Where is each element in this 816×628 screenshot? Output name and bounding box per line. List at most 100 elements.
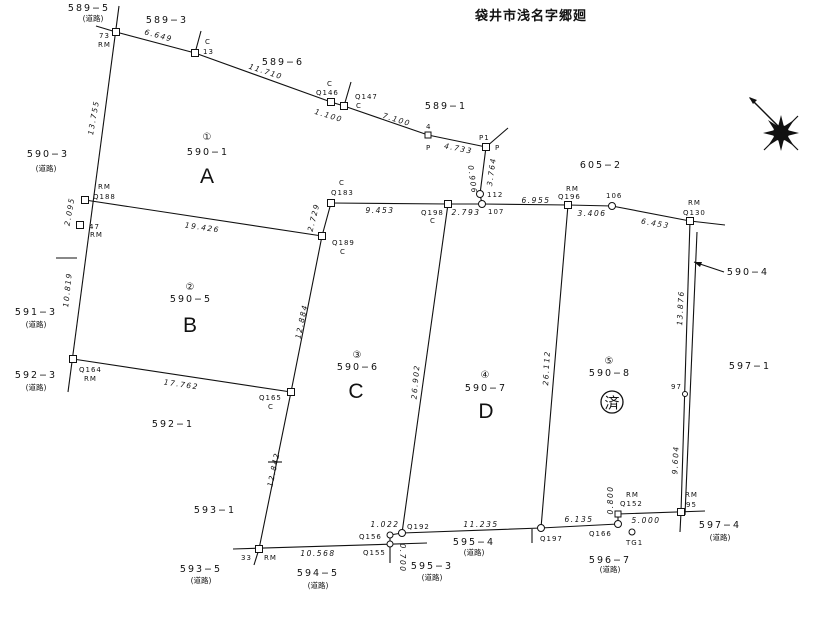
parcel-590-3: 590−3 <box>27 149 69 160</box>
parcel-589-3: 589−3 <box>146 15 188 26</box>
point-label: 97 <box>671 383 682 391</box>
road-note: (道路) <box>308 580 329 590</box>
lot-id: 590−7 <box>465 383 507 394</box>
marker-q188 <box>81 196 89 204</box>
boundary-lines <box>56 5 726 566</box>
marker-97 <box>682 391 688 397</box>
point-label: Q165 <box>259 394 282 402</box>
distance: 0.800 <box>606 486 615 515</box>
road-note: (道路) <box>600 564 621 574</box>
marker-q198 <box>444 200 452 208</box>
lot-stamp: 済 <box>604 394 619 412</box>
point-label: RM <box>566 185 579 193</box>
point-label: Q147 <box>355 93 378 101</box>
lot-number: ① <box>203 132 212 143</box>
lot-letter: D <box>478 400 493 423</box>
parcel-591-3: 591−3 <box>15 307 57 318</box>
parcel-589-6: 589−6 <box>262 57 304 68</box>
marker-q197 <box>537 524 545 532</box>
parcel-592-3: 592−3 <box>15 370 57 381</box>
point-label: Q189 <box>332 239 355 247</box>
distance: 6.135 <box>565 515 594 524</box>
point-label: 106 <box>606 192 622 200</box>
road-note: (道路) <box>191 575 212 585</box>
road-note: (道路) <box>464 547 485 557</box>
marker-q165 <box>287 388 295 396</box>
point-label: P1 <box>479 134 490 142</box>
parcel-593-1: 593−1 <box>194 505 236 516</box>
marker-4 <box>424 131 432 139</box>
point-label: C <box>205 38 211 46</box>
marker-q147 <box>340 102 348 110</box>
point-label: Q166 <box>589 530 612 538</box>
marker-q156 <box>386 531 394 539</box>
marker-q192 <box>398 529 406 537</box>
marker-q164 <box>69 355 77 363</box>
point-label: C <box>356 102 362 110</box>
point-label: RM <box>98 41 111 49</box>
marker-q130 <box>686 217 694 225</box>
point-label: RM <box>688 199 701 207</box>
point-label: 107 <box>488 208 504 216</box>
marker-95 <box>677 508 685 516</box>
distance: 10.819 <box>61 272 74 308</box>
marker-q146 <box>327 98 335 106</box>
distance: 9.453 <box>366 206 395 215</box>
marker-47 <box>76 221 84 229</box>
point-label: Q183 <box>331 189 354 197</box>
distance: 2.095 <box>63 197 77 227</box>
marker-p1 <box>482 143 490 151</box>
parcel-595-4: 595−4 <box>453 537 495 548</box>
point-label: C <box>339 179 345 187</box>
distance-labels: 6.649 11.710 1.100 7.100 4.733 3.764 0.9… <box>61 27 686 572</box>
distance: 1.022 <box>371 520 400 529</box>
distance: 6.955 <box>522 196 551 205</box>
distance: 1.100 <box>314 107 344 124</box>
parcel-589-1: 589−1 <box>425 101 467 112</box>
distance: 3.406 <box>578 209 607 218</box>
parcel-589-5: 589−5 <box>68 3 110 14</box>
parcel-597-4: 597−4 <box>699 520 741 531</box>
parcel-595-3: 595−3 <box>411 561 453 572</box>
marker-q189 <box>318 232 326 240</box>
point-label: 95 <box>686 501 697 509</box>
point-labels: 73 RM C 13 C Q146 Q147 C 4 P P1 P 112 10… <box>79 32 706 562</box>
road-note: (道路) <box>36 163 57 173</box>
parcel-590-4: 590−4 <box>727 267 769 278</box>
lot-letter: C <box>348 380 363 403</box>
parcel-596-7: 596−7 <box>589 555 631 566</box>
point-label: Q152 <box>620 500 643 508</box>
lot-number: ④ <box>481 370 490 381</box>
point-label: Q164 <box>79 366 102 374</box>
marker-q155 <box>386 540 394 548</box>
point-label: Q155 <box>363 549 386 557</box>
point-label: Q130 <box>683 209 706 217</box>
point-label: C <box>340 248 346 256</box>
point-label: Q156 <box>359 533 382 541</box>
distance: 10.568 <box>300 549 335 558</box>
marker-q183 <box>327 199 335 207</box>
parcel-594-5: 594−5 <box>297 568 339 579</box>
point-label: 13 <box>203 48 214 56</box>
lot-number: ② <box>186 282 195 293</box>
point-label: RM <box>98 183 111 191</box>
marker-q196 <box>564 201 572 209</box>
marker-106 <box>608 202 616 210</box>
survey-markers <box>69 28 694 553</box>
arrow-head-icon <box>694 262 702 267</box>
lot-id: 590−1 <box>187 147 229 158</box>
distance: 12.842 <box>265 451 281 487</box>
point-label: C <box>327 80 333 88</box>
north-arrow-icon <box>749 97 799 151</box>
point-label: C <box>268 403 274 411</box>
point-label: RM <box>84 375 97 383</box>
marker-73 <box>112 28 120 36</box>
road-note: (道路) <box>26 319 47 329</box>
distance: 2.729 <box>306 202 322 232</box>
lot-labels: ① 590−1 A ② 590−5 B ③ 590−6 C ④ 590−7 D … <box>170 132 629 423</box>
distance: 13.755 <box>86 99 101 135</box>
point-label: 73 <box>99 32 110 40</box>
point-label: Q192 <box>407 523 430 531</box>
point-label: RM <box>685 491 698 499</box>
